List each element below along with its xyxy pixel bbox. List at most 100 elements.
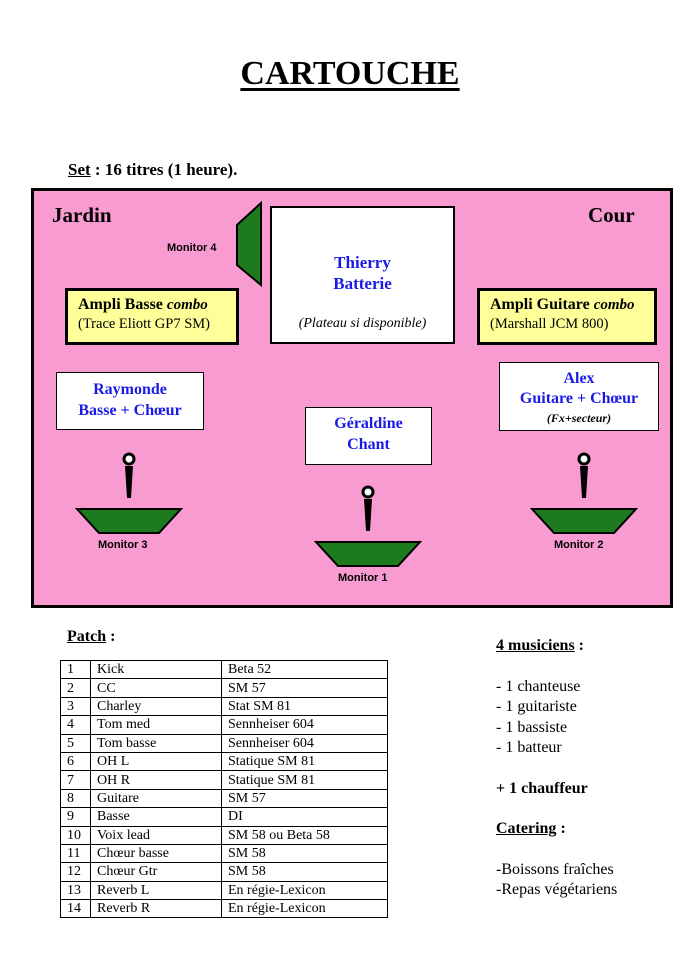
geraldine-role: Chant bbox=[347, 436, 390, 453]
amp-bass-suffix: combo bbox=[166, 297, 208, 313]
drummer-name: Thierry bbox=[334, 253, 391, 272]
alex-role: Guitare + Chœur bbox=[519, 390, 639, 407]
musicians-heading: 4 musiciens bbox=[496, 637, 575, 654]
patch-mic: SM 58 ou Beta 58 bbox=[221, 825, 388, 845]
patch-source: Chœur Gtr bbox=[90, 862, 222, 882]
amp-bass: Ampli Basse combo (Trace Eliott GP7 SM) bbox=[65, 288, 239, 345]
monitor-2-label: Monitor 2 bbox=[554, 539, 604, 551]
patch-channel: 1 bbox=[60, 659, 91, 680]
info-column: 4 musiciens : - 1 chanteuse - 1 guitaris… bbox=[496, 636, 617, 901]
amp-bass-model: (Trace Eliott GP7 SM) bbox=[78, 316, 210, 332]
amp-bass-title: Ampli Basse bbox=[78, 296, 163, 313]
patch-channel: 7 bbox=[60, 770, 91, 790]
patch-source: Chœur basse bbox=[90, 843, 222, 864]
patch-mic: SM 57 bbox=[221, 788, 388, 809]
amp-guitar-model: (Marshall JCM 800) bbox=[490, 316, 609, 332]
amp-guitar-title: Ampli Guitare bbox=[490, 296, 590, 313]
patch-sep: : bbox=[106, 628, 116, 645]
patch-heading: Patch : bbox=[67, 628, 115, 646]
patch-source: Reverb R bbox=[90, 899, 222, 919]
patch-mic: DI bbox=[221, 807, 388, 827]
patch-channel: 6 bbox=[60, 751, 91, 772]
monitor-3-wedge bbox=[75, 508, 183, 534]
amp-guitar: Ampli Guitare combo (Marshall JCM 800) bbox=[477, 288, 657, 345]
catering-heading: Catering bbox=[496, 820, 557, 837]
patch-source: Tom med bbox=[90, 715, 222, 735]
patch-source: Guitare bbox=[90, 788, 222, 809]
patch-channel: 3 bbox=[60, 696, 91, 717]
patch-source: Tom basse bbox=[90, 733, 222, 753]
monitor-1-wedge bbox=[314, 541, 422, 567]
microphone-icon bbox=[122, 452, 136, 498]
musician-item: - 1 batteur bbox=[496, 739, 562, 756]
drummer-instrument: Batterie bbox=[333, 274, 392, 293]
page-title: CARTOUCHE bbox=[240, 55, 460, 92]
raymonde-name: Raymonde bbox=[93, 381, 167, 398]
geraldine-name: Géraldine bbox=[334, 415, 403, 432]
set-label: Set bbox=[68, 160, 91, 179]
catering-sep: : bbox=[556, 820, 566, 837]
catering-item: -Repas végétariens bbox=[496, 881, 618, 898]
patch-mic: SM 57 bbox=[221, 678, 388, 698]
drums-riser: Thierry Batterie (Plateau si disponible) bbox=[270, 206, 455, 344]
musician-item: - 1 guitariste bbox=[496, 698, 577, 715]
patch-channel: 10 bbox=[60, 825, 91, 845]
musician-item: - 1 bassiste bbox=[496, 718, 568, 736]
musician-geraldine: Géraldine Chant bbox=[305, 407, 432, 465]
patch-mic: En régie-Lexicon bbox=[221, 880, 388, 901]
monitor-1-label: Monitor 1 bbox=[338, 572, 388, 584]
musician-raymonde: Raymonde Basse + Chœur bbox=[56, 372, 204, 430]
alex-note: (Fx+secteur) bbox=[546, 411, 612, 425]
stage-right-label: Cour bbox=[588, 203, 635, 227]
patch-mic: Beta 52 bbox=[221, 659, 388, 680]
musicians-sep: : bbox=[574, 637, 584, 654]
patch-source: Kick bbox=[90, 659, 222, 680]
patch-channel: 12 bbox=[60, 862, 91, 882]
patch-source: OH L bbox=[90, 751, 222, 772]
patch-mic: En régie-Lexicon bbox=[221, 899, 388, 919]
patch-source: Charley bbox=[90, 696, 222, 717]
musician-alex: Alex Guitare + Chœur (Fx+secteur) bbox=[499, 362, 659, 431]
monitor-3-label: Monitor 3 bbox=[98, 539, 148, 551]
patch-channel: 9 bbox=[60, 807, 91, 827]
monitor-2-wedge bbox=[530, 508, 638, 534]
patch-channel: 8 bbox=[60, 788, 91, 809]
set-info: Set : 16 titres (1 heure). bbox=[68, 160, 237, 180]
chauffeur-line: + 1 chauffeur bbox=[496, 779, 588, 797]
patch-source: OH R bbox=[90, 770, 222, 790]
stage-left-label: Jardin bbox=[52, 203, 112, 227]
patch-source: Voix lead bbox=[90, 825, 222, 845]
patch-source: CC bbox=[90, 678, 222, 698]
drums-note: (Plateau si disponible) bbox=[298, 316, 427, 331]
patch-channel: 5 bbox=[60, 733, 91, 753]
patch-source: Reverb L bbox=[90, 880, 222, 901]
monitor-4-wedge bbox=[236, 201, 262, 287]
amp-guitar-suffix: combo bbox=[593, 297, 635, 313]
patch-mic: Statique SM 81 bbox=[221, 751, 388, 772]
patch-source: Basse bbox=[90, 807, 222, 827]
patch-mic: Stat SM 81 bbox=[221, 696, 388, 717]
musician-item: - 1 chanteuse bbox=[496, 677, 581, 695]
raymonde-role: Basse + Chœur bbox=[78, 402, 182, 419]
microphone-icon bbox=[361, 485, 375, 531]
patch-channel: 11 bbox=[60, 843, 91, 864]
patch-channel: 13 bbox=[60, 880, 91, 901]
patch-label: Patch bbox=[67, 628, 107, 645]
patch-mic: Statique SM 81 bbox=[221, 770, 388, 790]
patch-mic: SM 58 bbox=[221, 843, 388, 864]
patch-channel: 2 bbox=[60, 678, 91, 698]
